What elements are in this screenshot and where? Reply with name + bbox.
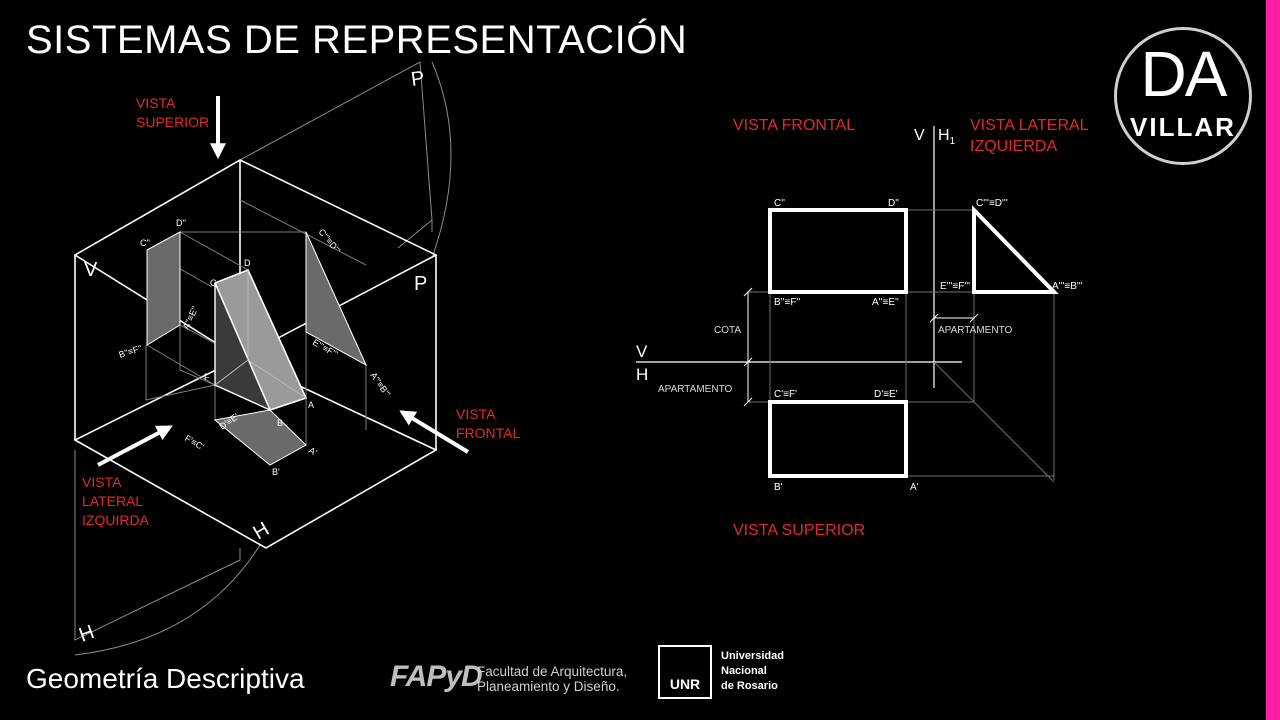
point-label: A'''≡B''': [368, 370, 392, 399]
plane-p-rotated-label: P: [410, 67, 426, 91]
unr-name: Universidad Nacional de Rosario: [721, 650, 784, 692]
vista-lateral-label-1: VISTA: [82, 474, 122, 490]
author-logo: DA VILLAR: [1114, 27, 1252, 165]
axis-v-top-label: V: [914, 127, 925, 144]
orthographic-point-labels: C'' D'' B''≡F'' A''≡E'' C'''≡D''' E'''≡F…: [774, 198, 1083, 493]
logo-initials: DA: [1140, 38, 1228, 110]
horizontal-projection-face: [213, 409, 307, 466]
point-label: F'≡C': [183, 433, 206, 452]
axis-v-label: V: [636, 342, 648, 361]
axis-h-label: H: [636, 365, 648, 384]
lateral-view-triangle: [972, 205, 1059, 294]
point-label: A'''≡B''': [1052, 281, 1083, 292]
vista-lateral-arrow: [97, 425, 173, 467]
cota-label: COTA: [714, 325, 741, 336]
point-label: D: [244, 258, 251, 268]
point-label: A': [910, 482, 919, 493]
point-label: D'': [888, 198, 899, 209]
course-subject: Geometría Descriptiva: [26, 663, 305, 694]
vista-lateral-title-2: IZQUIERDA: [970, 138, 1057, 155]
plane-h-rotated-label: H: [76, 621, 97, 647]
page-title: SISTEMAS DE REPRESENTACIÓN: [26, 18, 688, 62]
plane-p-label: P: [414, 273, 427, 295]
plane-v-label: V: [84, 259, 98, 281]
orthographic-diagram: V H1 V H VISTA FRONTAL VISTA LATERAL IZQ…: [636, 117, 1089, 539]
prism-side-face: [214, 282, 272, 412]
superior-view-rect: [768, 400, 908, 478]
vista-lateral-label-2: LATERAL: [82, 493, 143, 509]
fapyd-logo: FAPyD: [390, 660, 483, 693]
point-label: D'': [176, 218, 186, 228]
point-label: C'≡F': [774, 389, 797, 400]
point-label: C'''≡D''': [976, 198, 1008, 209]
dimension-lines: [743, 287, 979, 407]
fapyd-name: Facultad de Arquitectura, Planeamiento y…: [477, 664, 628, 694]
unr-logo: UNR: [658, 645, 712, 699]
vista-superior-title: VISTA SUPERIOR: [733, 522, 865, 539]
point-label: A''≡E'': [181, 304, 200, 330]
point-label: E'''≡F''': [940, 281, 970, 292]
vista-frontal-label-2: FRONTAL: [456, 425, 521, 441]
side-accent-bar: [1266, 0, 1280, 720]
frontal-view-rect: [768, 208, 908, 294]
apartamento-left-label: APARTAMENTO: [658, 384, 732, 395]
point-label: C'': [140, 238, 150, 248]
point-label: C'': [774, 198, 785, 209]
vista-lateral-label-3: IZQUIRDA: [82, 512, 150, 528]
logo-name: VILLAR: [1130, 112, 1236, 142]
axis-h1-label: H1: [938, 127, 956, 147]
point-label: B: [277, 418, 283, 428]
point-label: B': [272, 467, 280, 477]
point-label: B''≡F'': [774, 297, 800, 308]
rotated-planes: [74, 61, 452, 656]
point-label: C: [210, 278, 217, 288]
lateral-projection-face: [146, 231, 181, 346]
vista-frontal-label-1: VISTA: [456, 406, 496, 422]
vista-superior-label-2: SUPERIOR: [136, 114, 209, 130]
point-label: B''≡F'': [118, 343, 144, 360]
apartamento-right-label: APARTAMENTO: [938, 325, 1012, 336]
vista-frontal-title: VISTA FRONTAL: [733, 117, 855, 134]
lateral-profile-triangle: [305, 231, 368, 367]
vista-frontal-arrow: [399, 410, 470, 454]
point-label: A''≡E'': [872, 297, 899, 308]
vista-superior-label-1: VISTA: [136, 95, 176, 111]
point-label: A': [307, 445, 319, 458]
vista-lateral-title-1: VISTA LATERAL: [970, 117, 1089, 134]
point-label: D'≡E': [874, 389, 898, 400]
construction-lines: [748, 209, 1055, 483]
point-label: F: [204, 372, 210, 382]
point-label: A: [308, 400, 314, 410]
point-label: B': [774, 482, 783, 493]
isometric-diagram: V P P H H VISTA SUPERIOR VISTA FRONTAL V…: [73, 61, 521, 656]
